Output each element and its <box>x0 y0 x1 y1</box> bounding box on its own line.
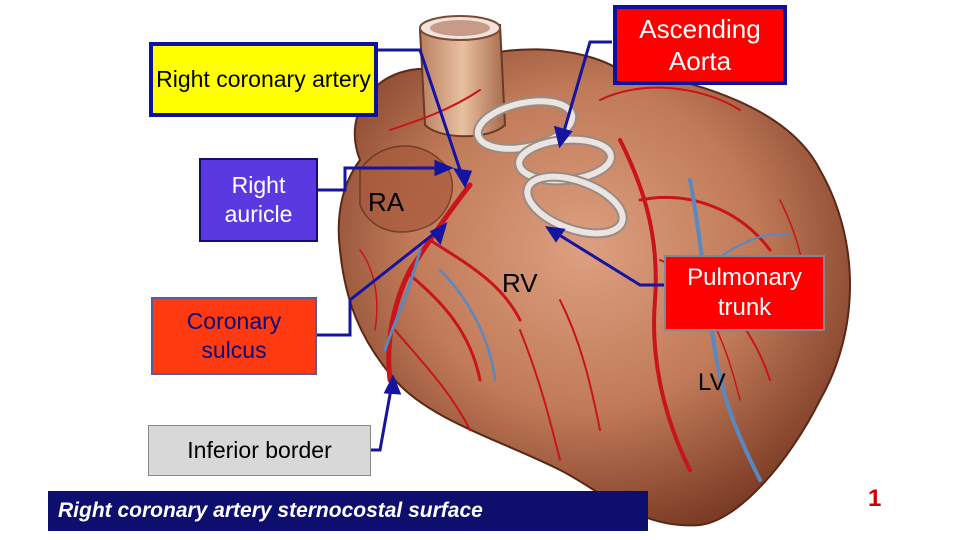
label-right-coronary-artery: Right coronary artery <box>149 42 378 117</box>
heart-body <box>337 48 851 527</box>
coronary-arteries <box>359 86 808 472</box>
pointer-arrows <box>317 40 664 452</box>
label-ascending-aorta: Ascending Aorta <box>613 5 787 85</box>
label-ra: RA <box>368 187 405 217</box>
cardiac-veins <box>383 178 791 482</box>
page-number: 1 <box>868 485 882 512</box>
label-lv: LV <box>698 369 726 396</box>
label-right-auricle: Right auricle <box>199 158 318 242</box>
label-rv: RV <box>502 268 538 298</box>
label-inferior-border: Inferior border <box>148 425 371 476</box>
label-pulmonary-trunk: Pulmonary trunk <box>664 255 825 331</box>
aorta-trunk <box>418 23 507 138</box>
slide-caption: Right coronary artery sternocostal surfa… <box>48 491 648 531</box>
label-coronary-sulcus: Coronary sulcus <box>151 297 317 375</box>
